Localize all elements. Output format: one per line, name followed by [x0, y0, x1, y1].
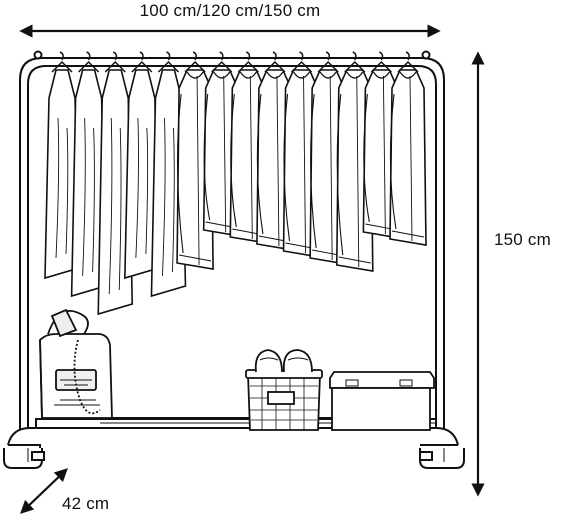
hanging-dress — [97, 51, 134, 316]
hanging-jacket — [389, 51, 427, 246]
tote-bag — [39, 308, 113, 419]
rack-frame — [19, 50, 445, 445]
height-dimension-label: 150 cm — [494, 230, 551, 249]
hanging-dress — [70, 51, 107, 298]
double-arrow-diagonal-icon — [20, 468, 68, 514]
wicker-basket — [245, 349, 323, 431]
hanging-garments — [44, 51, 427, 316]
rack-base — [3, 417, 465, 469]
width-dimension-label: 100 cm/120 cm/150 cm — [139, 1, 321, 20]
depth-dimension-label: 42 cm — [62, 494, 110, 513]
storage-box — [329, 371, 435, 431]
